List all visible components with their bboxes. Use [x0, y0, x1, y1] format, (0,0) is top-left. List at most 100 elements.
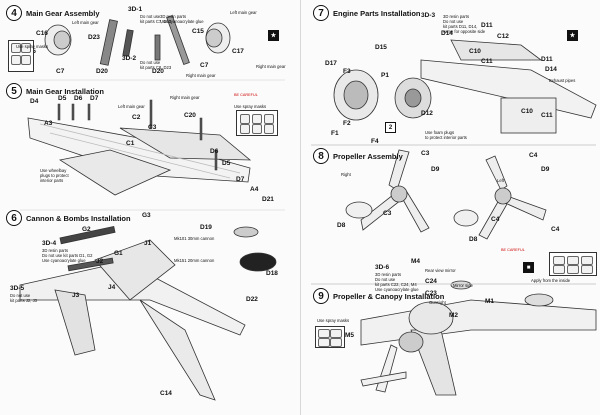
cannon-note: Mk151 20mm cannon [174, 258, 215, 263]
part-label: G1 [114, 250, 123, 257]
right-instruction-page: 7 Engine Parts Installation 3D-3 D14 D15… [300, 0, 600, 415]
part-label: A3 [44, 120, 53, 127]
part-label: C4 [491, 216, 500, 223]
part-label: C7 [200, 62, 209, 69]
step-4-title: 4 Main Gear Assembly [6, 5, 100, 21]
part-label: M5 [345, 332, 355, 339]
step-number: 6 [6, 210, 22, 226]
mirror-note: Rear view mirror [425, 268, 456, 273]
side-note: Left [497, 178, 504, 183]
step-title-text: Main Gear Assembly [26, 8, 100, 18]
part-label: C20 [184, 112, 196, 119]
part-label: C7 [56, 68, 65, 75]
foam-note: Use foam plugs to protect interior parts [425, 130, 467, 140]
part-label: C17 [232, 48, 244, 55]
part-label: C3 [383, 210, 392, 217]
part-label: D23 [88, 34, 100, 41]
resin-note: Do not use kit parts J2, J3 [10, 293, 37, 303]
part-label: D21 [262, 196, 274, 203]
part-label: C23 [425, 290, 437, 297]
spray-mask-sheet [8, 40, 34, 72]
part-label: C4 [529, 152, 538, 159]
spray-mask-sheet [236, 110, 278, 136]
resin-note: 3D resin parts Use cyanoacrylate glue [160, 14, 204, 24]
part-label: D4 [30, 98, 39, 105]
part-label: D9 [431, 166, 440, 173]
part-label: D8 [337, 222, 346, 229]
part-label: D6 [210, 148, 219, 155]
part-label: D7 [90, 95, 99, 102]
part-label: J2 [96, 258, 104, 265]
side-note: Right [341, 172, 351, 177]
part-label: C3 [421, 150, 430, 157]
careful-note: BE CAREFUL [234, 93, 258, 97]
step-7-title: 7 Engine Parts Installation [313, 5, 421, 21]
gear-note: Right main gear [186, 73, 216, 78]
star-icon: ★ [268, 30, 279, 41]
part-label: C12 [497, 33, 509, 40]
step-8-title: 8 Propeller Assembly [313, 148, 403, 164]
step-number: 8 [313, 148, 329, 164]
part-label: D7 [236, 176, 245, 183]
part-label: J3 [72, 292, 80, 299]
part-label: J1 [144, 240, 152, 247]
part-label: D9 [541, 166, 550, 173]
spray-mask-sheet [549, 252, 597, 276]
step-6-title: 6 Cannon & Bombs Installation [6, 210, 131, 226]
part-label: D5 [222, 160, 231, 167]
bomb [239, 252, 277, 272]
part-label: F1 [331, 130, 339, 137]
part-label: C3 [148, 124, 157, 131]
part-label: C24 [425, 278, 437, 285]
part-label: C10 [469, 48, 481, 55]
part-label: D6 [74, 95, 83, 102]
resin-part-label: 3D-3 [421, 12, 436, 19]
left-page-drawings [19, 14, 285, 401]
step-title-text: Engine Parts Installation [333, 8, 421, 18]
part-label: D18 [266, 270, 278, 277]
gear-note: Right main gear [170, 95, 200, 100]
part-label: D22 [246, 296, 258, 303]
gear-note: Left main gear [118, 104, 145, 109]
resin-part-label: 3D-5 [10, 285, 25, 292]
cannon-note: Mk101 30mm cannon [174, 236, 215, 241]
step-5-title: 5 Main Gear Installation [6, 83, 104, 99]
part-label: D11 [541, 56, 553, 63]
apply-note: Apply from the inside [531, 278, 571, 283]
part-label: F2 [343, 120, 351, 127]
spray-note: Use spray masks [317, 318, 350, 323]
step-number: 9 [313, 288, 329, 304]
part-label: C10 [521, 108, 533, 115]
part-label: C11 [541, 112, 553, 119]
resin-note: 3D resin parts Do not use kit parts D11,… [443, 14, 486, 34]
part-label: D14 [441, 30, 453, 37]
gear-note: Left main gear [230, 10, 257, 15]
gear-note: Left main gear [72, 20, 99, 25]
step-number: 4 [6, 5, 22, 21]
step-number: 5 [6, 83, 22, 99]
part-label: M2 [449, 312, 459, 319]
spray-mask-sheet [315, 326, 345, 348]
part-label: A4 [250, 186, 259, 193]
careful-note: BE CAREFUL [501, 248, 525, 252]
step-title-text: Propeller Assembly [333, 151, 403, 161]
exhaust-note: Exhaust pipes [549, 78, 576, 83]
part-label: D15 [375, 44, 387, 51]
left-instruction-page: 4 Main Gear Assembly C16 C15 C7 D23 D20 … [6, 5, 286, 401]
part-label: C4 [551, 226, 560, 233]
step-title-text: Main Gear Installation [26, 86, 104, 96]
part-label: C16 [36, 30, 48, 37]
mirror-note: Mirror side [453, 283, 473, 288]
resin-note: 3D resin parts Do not use kit parts C22,… [375, 272, 419, 292]
part-label: D19 [200, 224, 212, 231]
part-label: M4 [411, 258, 421, 265]
resin-part-label: 3D-4 [42, 240, 57, 247]
gear-note: Right main gear [256, 64, 286, 69]
part-label: D20 [96, 68, 108, 75]
part-label: M1 [485, 298, 495, 305]
part-label: C11 [481, 58, 493, 65]
part-label: D17 [325, 60, 337, 67]
resin-note: Do not use kit parts C7, D23 [140, 14, 172, 24]
gunsight-note: Gunsight [429, 300, 446, 305]
part-label: C15 [192, 28, 204, 35]
